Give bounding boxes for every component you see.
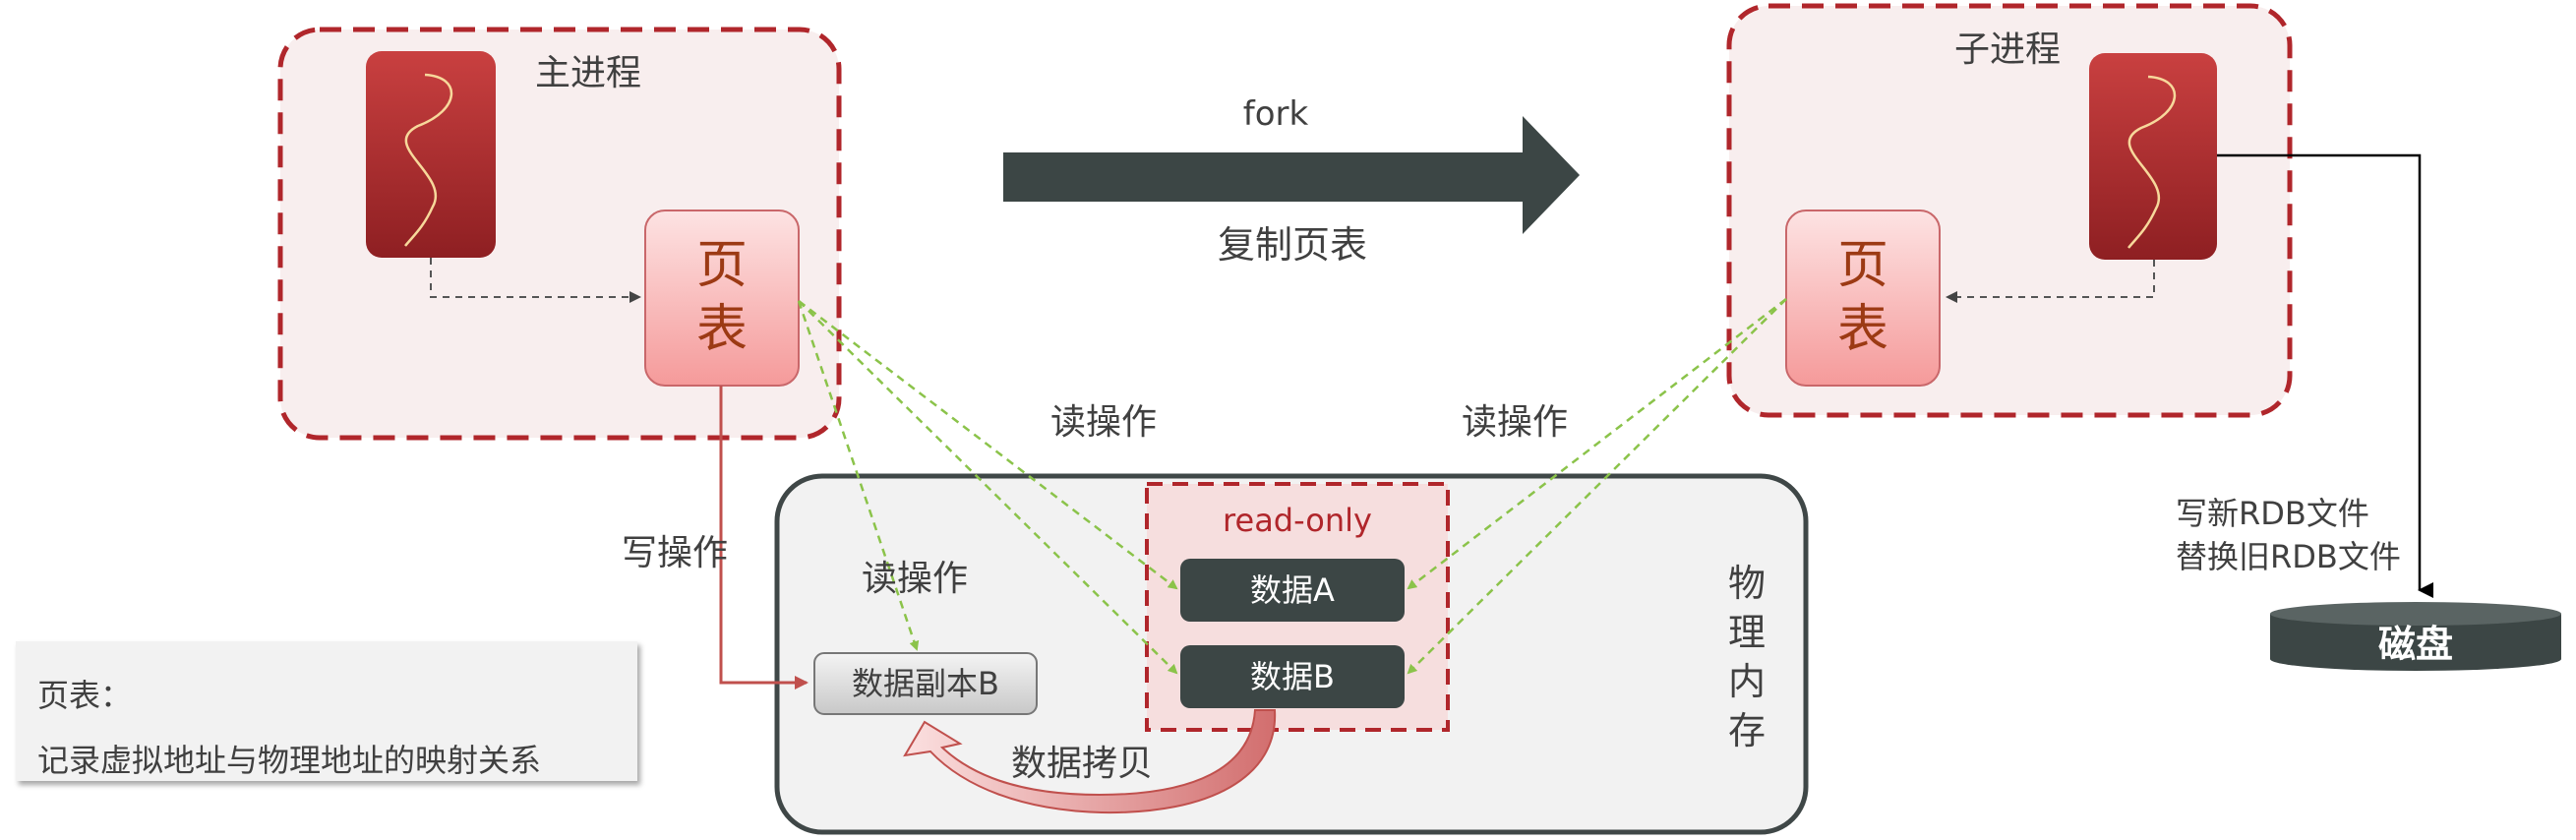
read-label-main: 读操作 — [1050, 402, 1157, 443]
main-page-table-char-1: 页 — [696, 236, 748, 295]
disk-replace-old-label: 替换旧RDB文件 — [2176, 538, 2401, 575]
fork-sublabel: 复制页表 — [1218, 223, 1367, 267]
child-page-table-char-2: 表 — [1837, 300, 1888, 359]
disk-label: 磁盘 — [2378, 623, 2453, 666]
main-page-table-char-2: 表 — [696, 300, 748, 359]
child-process: 子进程 页 表 — [1726, 3, 2293, 418]
read-label-child: 读操作 — [1462, 402, 1568, 443]
child-process-icon — [2089, 53, 2217, 260]
read-label-copy: 读操作 — [862, 559, 968, 599]
main-process-icon — [366, 51, 496, 258]
note-title: 页表： — [37, 677, 133, 714]
data-a-box: 数据A — [1180, 559, 1405, 622]
read-arrow-child-to-a — [1407, 298, 1787, 590]
physical-memory-char-3: 内 — [1728, 660, 1766, 703]
page-table-note: 页表： 记录虚拟地址与物理地址的映射关系 — [16, 641, 637, 781]
main-process: 主进程 页 表 — [277, 27, 842, 441]
data-copy-arrow — [903, 709, 1277, 814]
write-label: 写操作 — [622, 533, 728, 573]
read-arrow-main-to-copy — [797, 300, 920, 651]
physical-memory-char-4: 存 — [1728, 709, 1766, 752]
copy-label: 数据拷贝 — [1011, 744, 1153, 784]
child-page-table-char-1: 页 — [1837, 236, 1888, 295]
disk-write-new-label: 写新RDB文件 — [2176, 495, 2369, 532]
data-copy-b-label: 数据副本B — [852, 665, 999, 702]
main-page-table: 页 表 — [644, 210, 800, 387]
data-copy-b-box: 数据副本B — [813, 652, 1038, 715]
child-page-table: 页 表 — [1785, 210, 1941, 387]
fork-label: fork — [1243, 94, 1309, 134]
write-arrow — [719, 386, 809, 690]
read-arrow-child-to-b — [1407, 298, 1787, 675]
read-arrow-main-to-b — [798, 300, 1178, 675]
data-b-label: 数据B — [1250, 658, 1335, 695]
child-process-title: 子进程 — [1954, 30, 2061, 70]
physical-memory-char-1: 物 — [1728, 562, 1766, 605]
main-icon-to-table-arrow — [430, 258, 641, 303]
readonly-label: read-only — [1223, 502, 1372, 539]
data-b-box: 数据B — [1180, 645, 1405, 708]
note-description: 记录虚拟地址与物理地址的映射关系 — [37, 742, 542, 779]
fork-arrow — [1003, 116, 1580, 234]
data-a-label: 数据A — [1250, 571, 1335, 609]
disk-write-arrow — [2217, 153, 2433, 598]
physical-memory-char-2: 理 — [1728, 611, 1766, 654]
read-arrows — [797, 298, 1787, 675]
main-process-title: 主进程 — [535, 53, 641, 93]
disk-icon: 磁盘 — [2270, 602, 2561, 671]
read-arrow-main-to-a — [798, 300, 1178, 590]
